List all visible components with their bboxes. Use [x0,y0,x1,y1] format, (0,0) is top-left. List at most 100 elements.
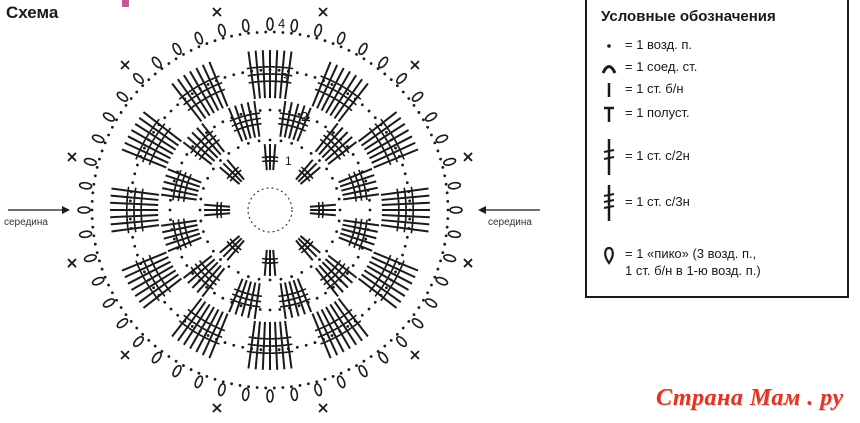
chain-dot [241,345,245,349]
chain-dot [232,343,236,347]
picot-icon [604,246,614,265]
chain-dot [290,275,294,278]
chain-dot [295,71,299,75]
middle-stitch-bar [353,240,358,249]
chain-dot [277,68,281,72]
chain-dot [430,283,433,287]
chain-dot [351,264,355,267]
chain-dot [441,166,445,169]
legend-item-half-double: = 1 полуст. [601,104,690,124]
picot [378,351,389,364]
outer-stitch-bar [135,260,140,269]
chain-dot [257,277,261,281]
picot [116,318,129,329]
chain-dot [232,73,236,77]
chain-dot [264,30,268,34]
middle-stitch-bar [278,294,287,298]
chain-dot [347,368,351,371]
chain-dot [238,33,242,36]
chain-dot [98,157,101,161]
chain-dot [197,45,201,49]
chain-dot [180,161,184,165]
chain-dot [128,217,132,221]
chain-dot [93,242,97,246]
double-crochet-icon [603,139,615,175]
middle-stitch-bar [323,279,331,286]
middle-stitch-bar [198,259,206,268]
chain-dot [199,219,203,223]
chain-dot [95,251,99,254]
chain-dot [172,179,176,183]
chain-dot [360,313,364,317]
picot [241,387,250,402]
picot [424,112,438,122]
chain-dot [230,382,233,386]
chain-dot [213,125,216,129]
chain-dot [304,73,308,77]
outer-stitch-bar [353,93,362,100]
chain-dot [408,199,412,203]
row-number-labels: 1 2 3 4 [278,16,308,168]
chain-dot [318,159,321,162]
outer-stitch-bar [248,336,257,339]
chain-dot [246,142,250,145]
picot [443,157,457,166]
inner-stitch-bar [269,159,278,163]
chain-dot [330,83,334,86]
outer-stitch-bar [214,81,223,87]
chain-dot [191,272,195,275]
cross-mark [410,350,420,360]
chain-dot [313,341,317,344]
chain-dot [107,283,110,287]
chain-dot [90,208,94,212]
picot [194,31,204,45]
chain-dot [110,125,114,129]
center-ring [247,187,293,233]
picot [77,206,91,214]
chain-dot [315,380,319,384]
chain-dot [445,191,449,195]
chain-dot [176,103,180,107]
middle-stitch-bar [177,169,182,178]
chain-dot [422,298,425,302]
chain-dot [346,92,350,95]
chain-dot [403,244,407,248]
middle-stitch-bar [358,242,363,251]
chain-dot [281,31,285,34]
middle-stitch-bar [190,266,197,274]
outer-stitch-bar [380,293,387,302]
chain-dot [324,291,327,295]
chain-dot [318,258,321,261]
chain-dot [103,275,107,279]
chain-dot [369,355,373,358]
chain-dot [129,97,133,100]
chain-dot [205,375,209,378]
chain-dot [290,31,293,35]
chain-dot [364,237,368,241]
chain-dot [355,53,358,56]
picot [435,276,449,286]
middle-stitch-bar [365,191,368,201]
chain-dot-icon [607,44,611,48]
picot [102,112,116,122]
chain-dot [227,265,231,269]
chain-dot [93,174,97,178]
chain-dot [325,167,329,171]
chain-dot [405,235,409,239]
picot [78,230,93,239]
chain-dot [445,225,449,229]
chain-dot [147,78,151,82]
middle-stitch-bar [339,149,346,157]
legend-item-text: = 1 ст. б/н [625,81,684,96]
crochet-motif [67,7,473,413]
picot [132,72,145,85]
middle-stitch-bar [231,293,240,298]
chain-dot [376,350,380,353]
picot [91,134,105,144]
chain-dot [128,199,132,203]
chain-dot [258,109,262,112]
chain-dot [304,343,308,347]
chain-dot [199,197,203,201]
legend-item-picot: = 1 «пико» (3 возд. п., 1 ст. б/н в 1-ю … [601,245,761,279]
chain-dot [395,84,399,88]
